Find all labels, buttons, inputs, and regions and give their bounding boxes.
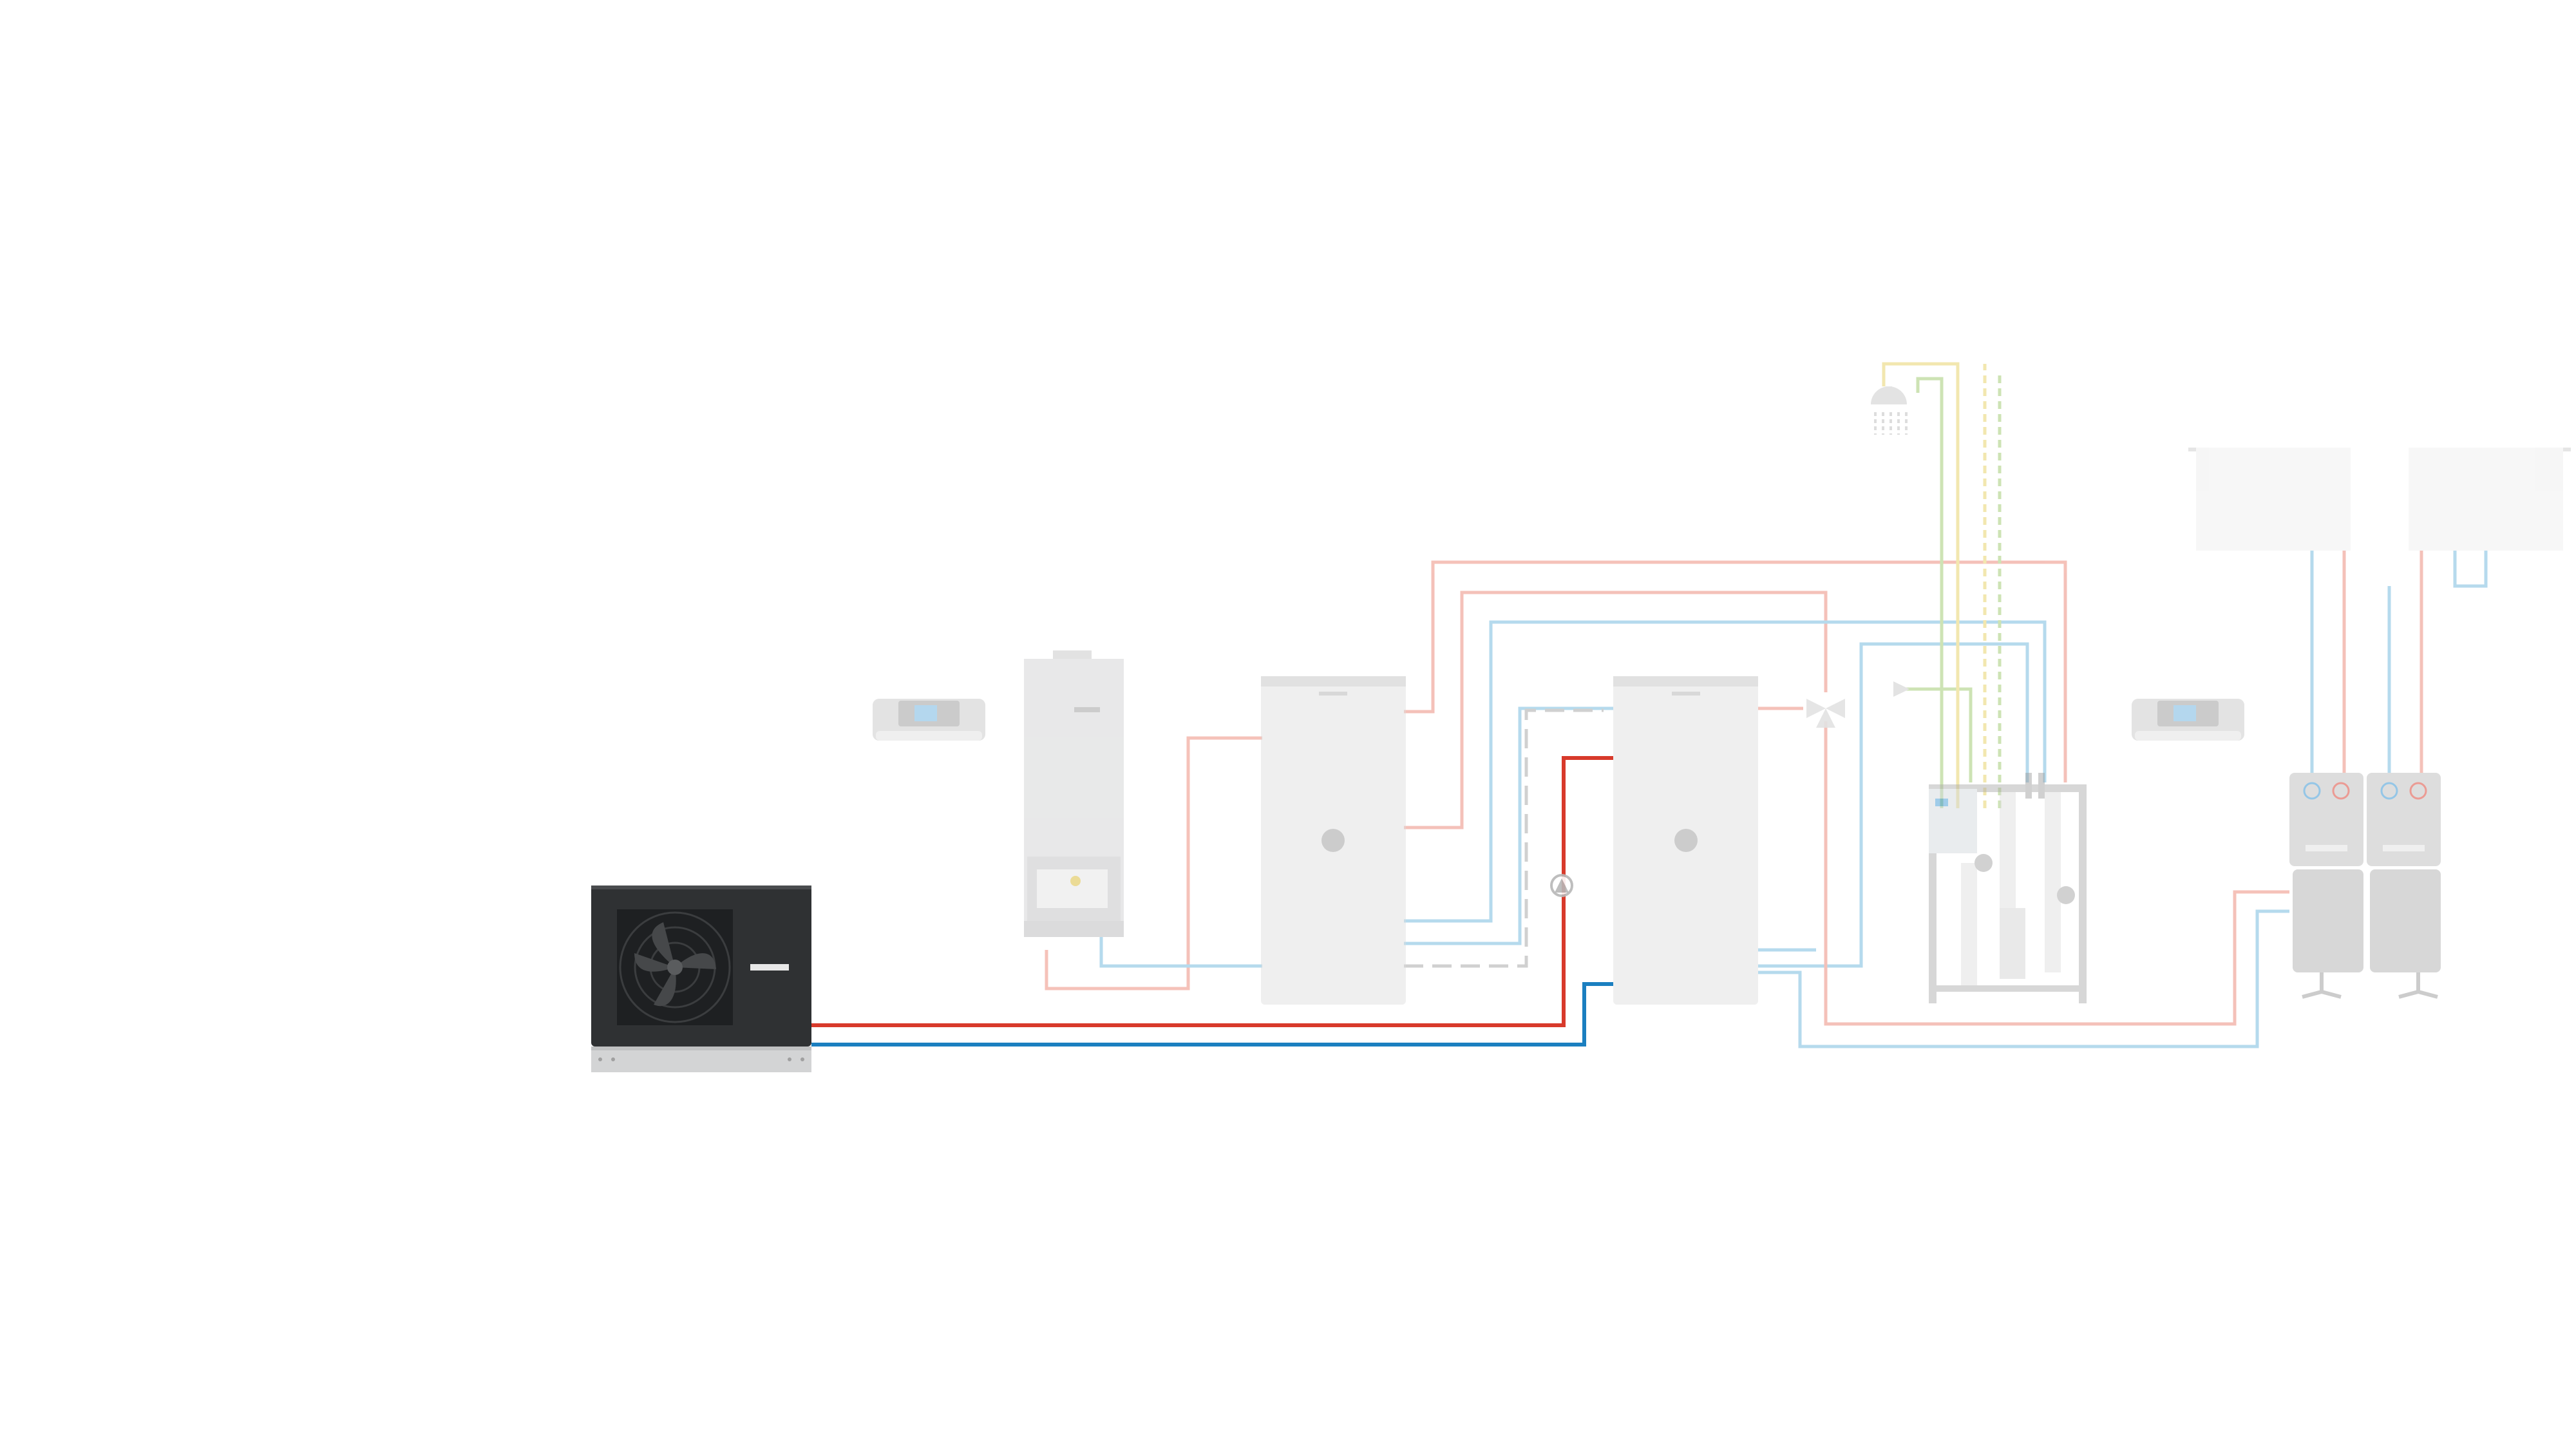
faded-pipework [1045, 362, 2488, 1048]
circulation-pump-icon [1550, 874, 1573, 897]
three-way-valve-icon [1806, 699, 1845, 728]
shower-icon [1871, 386, 1908, 435]
check-valve-icon [1893, 681, 1909, 697]
outdoor-heat-pump [591, 886, 811, 1072]
radiator-right [2409, 448, 2571, 551]
radiator-left [2188, 448, 2351, 551]
buffer-tank [1261, 676, 1406, 1005]
dhw-tank [1613, 676, 1758, 1005]
fan-grille-icon [617, 909, 733, 1025]
heating-circuit-module-left [2289, 773, 2363, 999]
indoor-unit [1024, 650, 1124, 937]
brand-badge [750, 964, 789, 971]
fresh-water-station [1929, 773, 2087, 1003]
heat-pump-circuit [811, 756, 1613, 1046]
heating-circuit-module-right [2367, 773, 2441, 999]
control-unit-left [873, 699, 985, 741]
control-unit-right [2132, 699, 2244, 741]
